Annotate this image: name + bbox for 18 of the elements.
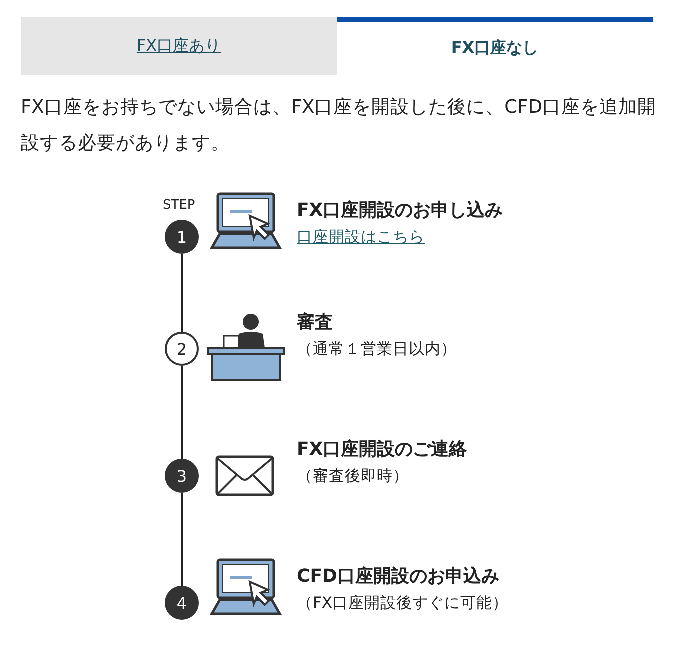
intro-text: FX口座をお持ちでない場合は、FX口座を開設した後に、CFD口座を追加開設する必要があります。 — [21, 96, 658, 156]
step-note: （審査後即時） — [297, 466, 409, 487]
connector-line — [181, 366, 183, 459]
step-number-circle: 1 — [165, 220, 199, 254]
step-number-circle: 3 — [165, 459, 199, 493]
step-title: FX口座開設のご連絡 — [297, 438, 468, 461]
step-note: （FX口座開設後すぐに可能） — [297, 593, 509, 614]
link: 口座開設はこちら — [297, 227, 425, 248]
connector-line — [181, 493, 183, 586]
step-number-circle: 2 — [165, 332, 199, 366]
connector-line — [181, 254, 183, 332]
step-title: 審査 — [297, 311, 333, 334]
step-title: FX口座開設のお申し込み — [297, 199, 504, 222]
tab: FX口座あり — [21, 17, 337, 75]
step-title: CFD口座開設のお申込み — [297, 565, 500, 588]
step-number-circle: 4 — [165, 586, 199, 620]
step-note: （通常１営業日以内） — [297, 339, 457, 360]
step-label: STEP — [163, 198, 196, 213]
